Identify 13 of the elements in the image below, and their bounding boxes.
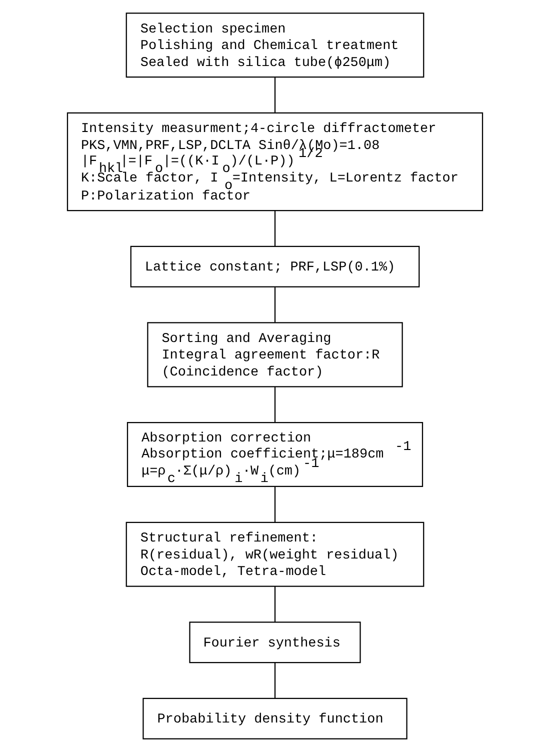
connector bbox=[274, 210, 276, 246]
connector bbox=[274, 486, 276, 522]
connector bbox=[274, 287, 276, 322]
node-box: Lattice constant; PRF,LSP(0.1%) bbox=[130, 246, 420, 288]
node-box: Fourier synthesis bbox=[188, 622, 360, 664]
connector bbox=[274, 586, 276, 622]
node-box: Probability density function bbox=[142, 698, 407, 740]
connector bbox=[274, 386, 276, 422]
node-box: Structural refinement: R(residual), wR(weight residual) Octa-model, Tetra-model bbox=[125, 522, 424, 587]
node-box: Selection specimen Polishing and Chemical treatment Sealed with silica tube(ϕ250μm) bbox=[125, 12, 424, 78]
connector bbox=[274, 662, 276, 698]
connector bbox=[274, 77, 276, 113]
node-box: Sorting and Averaging Integral agreement factor:R (Coincidence factor) bbox=[146, 322, 402, 388]
